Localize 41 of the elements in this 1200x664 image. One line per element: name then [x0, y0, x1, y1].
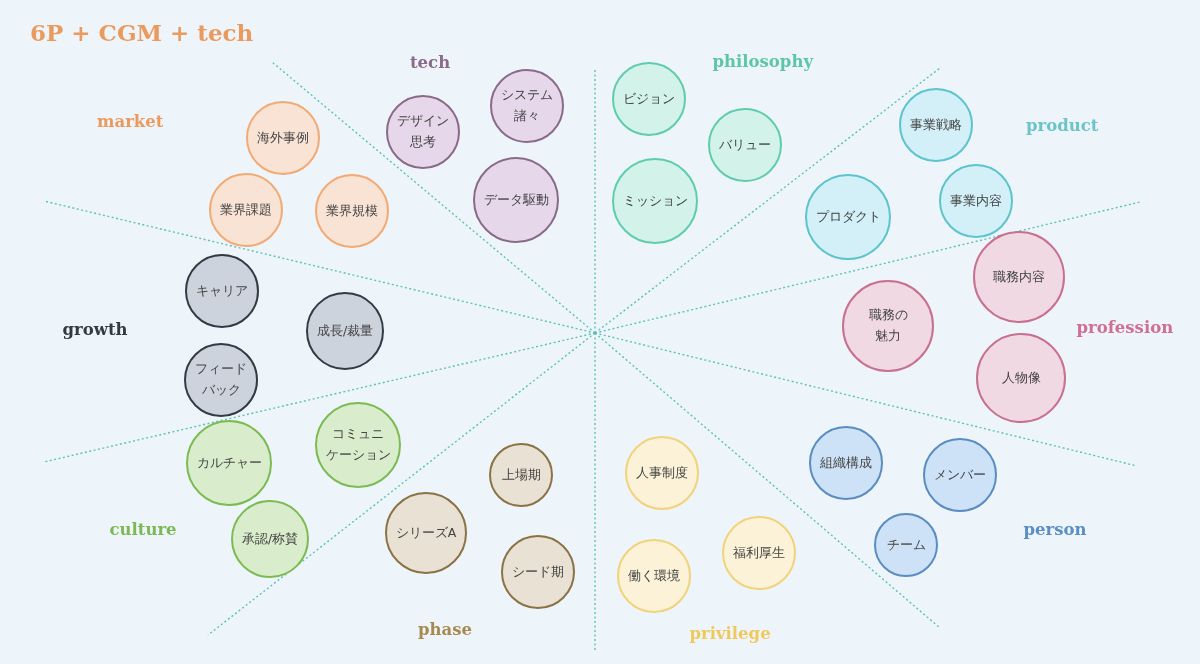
circle-node: 事業戦略: [899, 88, 973, 162]
sector-label: tech: [410, 53, 451, 73]
circle-node: ミッション: [612, 158, 698, 244]
circle-node: キャリア: [185, 254, 259, 328]
sector-label: growth: [62, 320, 128, 340]
circle-node: 人事制度: [625, 436, 699, 510]
circle-node: 人物像: [976, 333, 1066, 423]
sector-label: phase: [418, 620, 472, 640]
circle-node: シリーズA: [385, 492, 467, 574]
sector-label: philosophy: [712, 52, 813, 72]
circle-node: デザイン思考: [386, 95, 460, 169]
sector-label: profession: [1076, 318, 1174, 338]
circle-node: フィードバック: [184, 343, 258, 417]
circle-node: 職務内容: [973, 231, 1065, 323]
circle-node: データ駆動: [473, 157, 559, 243]
circle-node: バリュー: [708, 108, 782, 182]
circle-node: 業界規模: [315, 174, 389, 248]
circle-node: チーム: [874, 513, 938, 577]
circle-node: ビジョン: [612, 62, 686, 136]
circle-node: システム諸々: [490, 69, 564, 143]
circle-node: 福利厚生: [722, 516, 796, 590]
circle-node: 業界課題: [209, 173, 283, 247]
circle-node: 承認/称賛: [231, 500, 309, 578]
circle-node: 海外事例: [246, 101, 320, 175]
circle-node: コミュニケーション: [315, 402, 401, 488]
sector-label: culture: [109, 520, 177, 540]
circle-node: 上場期: [489, 443, 553, 507]
title: 6P + CGM + tech: [30, 19, 254, 47]
sector-label: product: [1026, 116, 1099, 136]
circle-node: 事業内容: [939, 164, 1013, 238]
circle-node: メンバー: [923, 438, 997, 512]
circle-node: シード期: [501, 535, 575, 609]
sector-label: market: [97, 112, 164, 132]
circle-node: 成長/裁量: [306, 292, 384, 370]
circle-node: カルチャー: [186, 420, 272, 506]
circle-node: プロダクト: [805, 174, 891, 260]
sector-label: privilege: [689, 624, 771, 644]
circle-node: 組織構成: [809, 426, 883, 500]
circle-node: 職務の魅力: [842, 280, 934, 372]
circle-node: 働く環境: [617, 539, 691, 613]
sector-label: person: [1023, 520, 1087, 540]
